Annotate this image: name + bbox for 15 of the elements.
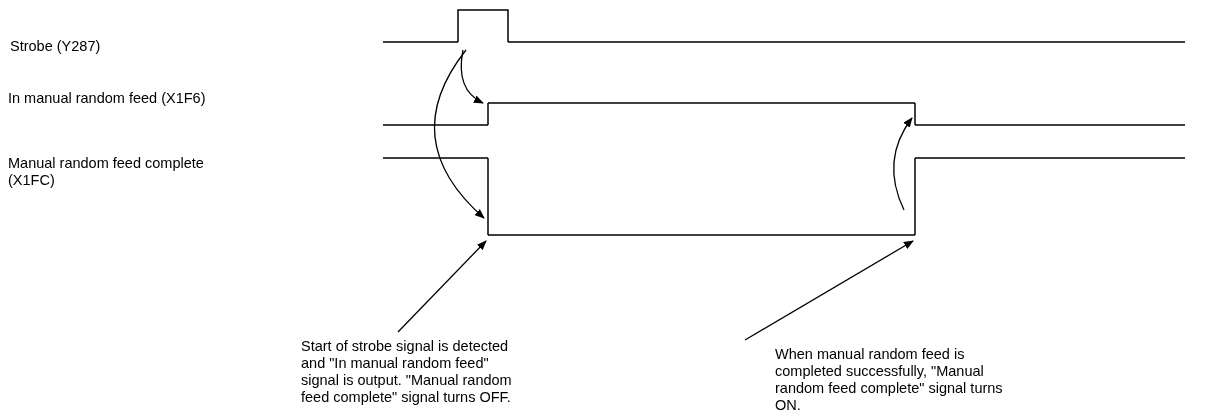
curved-arrow [460, 49, 484, 104]
rising-edge [914, 157, 916, 236]
signal-name: Manual random feed complete (X1FC) [8, 155, 205, 189]
curved-arrow [433, 49, 485, 219]
signal-name: In manual random feed (X1F6) [8, 90, 207, 107]
falling-edge [914, 102, 916, 126]
leader-line [744, 240, 914, 341]
annotation-text: When manual random feed is completed successfully, "Manual random feed complete" signal turns ON. [775, 346, 1010, 414]
rising-edge [487, 102, 489, 126]
falling-edge [487, 157, 489, 236]
signal-name: Strobe (Y287) [10, 38, 102, 55]
strobe-pulse [457, 9, 509, 43]
annotation-text: Start of strobe signal is detected and "In manual random feed" signal is output. "Manual random feed complete" signal turns OFF. [301, 338, 516, 406]
leader-line [397, 240, 487, 333]
curved-arrow [893, 117, 913, 211]
